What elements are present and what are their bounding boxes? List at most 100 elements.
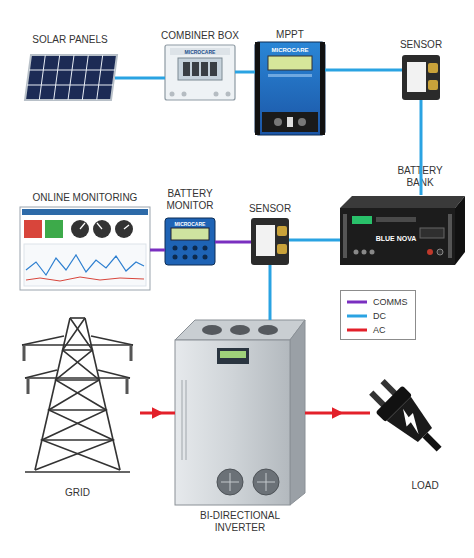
battery-monitor-symbol-part	[193, 246, 198, 251]
inverter-cabinet-symbol-part	[253, 469, 279, 495]
current-sensor-symbol-part	[256, 225, 275, 256]
transmission-tower-symbol-part	[27, 379, 30, 394]
battery-bank-symbol-part	[448, 214, 452, 258]
combiner-box-symbol-part	[165, 45, 235, 100]
inverter-cabinet-symbol-part	[175, 320, 305, 340]
monitoring-screen-symbol-part	[71, 220, 89, 238]
current-sensor-symbol	[402, 55, 440, 100]
device-node: SENSOR	[251, 218, 289, 265]
monitoring-screen-symbol-part	[26, 255, 144, 275]
inverter-cabinet-symbol-part-part	[230, 473, 231, 491]
device-label: BI-DIRECTIONAL INVERTER	[190, 510, 290, 534]
device-node: LOAD	[370, 370, 442, 462]
combiner-box-symbol-part	[210, 62, 217, 76]
device-node: BI-DIRECTIONAL INVERTER	[175, 320, 305, 505]
monitoring-screen-symbol-part	[20, 207, 150, 290]
battery-bank-symbol-part	[343, 214, 347, 258]
battery-monitor-symbol-part	[183, 255, 188, 260]
device-node: SENSOR	[402, 55, 440, 100]
legend-swatch	[347, 326, 367, 334]
monitoring-screen-symbol-part	[124, 225, 129, 229]
wire-connector	[235, 71, 255, 74]
wire-connector	[305, 412, 370, 415]
legend-text: COMMS	[373, 297, 408, 307]
current-sensor-symbol-part	[277, 226, 287, 236]
battery-monitor-symbol-part	[193, 255, 198, 260]
brand-label: MICROCARE	[272, 47, 309, 53]
battery-monitor-symbol-part	[183, 246, 188, 251]
battery-bank-symbol-part	[455, 196, 465, 265]
transmission-tower-symbol-part	[22, 344, 133, 346]
wire-connector	[289, 239, 340, 242]
inverter-cabinet-symbol-part	[175, 340, 290, 505]
device-node: ONLINE MONITORING	[20, 207, 150, 290]
inverter-cabinet-symbol-part	[182, 380, 186, 460]
inverter-cabinet-symbol-part	[230, 325, 250, 335]
legend-row: DC	[347, 309, 411, 323]
solar-panel-symbol-part-part	[82, 55, 88, 100]
battery-bank-symbol-part	[370, 250, 375, 255]
transmission-tower-symbol-part	[35, 318, 113, 470]
legend-text: AC	[373, 325, 386, 335]
brand-label: MICROCARE	[175, 222, 206, 227]
plug-symbol	[363, 373, 452, 462]
battery-bank-symbol-part	[362, 250, 367, 255]
mppt-controller-symbol-part	[268, 56, 312, 70]
inverter-cabinet-symbol-part	[217, 348, 249, 364]
brand-label: MICROCARE	[185, 50, 216, 55]
current-sensor-symbol-part	[251, 218, 289, 265]
inverter-cabinet-symbol-part	[202, 325, 222, 335]
battery-bank-symbol-part	[376, 217, 416, 222]
solar-panel-symbol-part-part	[54, 55, 60, 100]
legend-row: COMMS	[347, 295, 411, 309]
battery-bank-symbol-part	[437, 249, 443, 255]
transmission-tower-symbol-part	[126, 379, 129, 394]
brand-label: BLUE NOVA	[376, 235, 417, 242]
battery-bank-symbol-part	[340, 208, 455, 265]
transmission-tower-symbol-part	[42, 318, 120, 470]
battery-monitor-symbol-part	[203, 246, 208, 251]
inverter-cabinet-symbol-part-part	[182, 380, 183, 460]
device-node: SOLAR PANELS	[25, 55, 115, 100]
legend-box: COMMS DC AC	[340, 290, 416, 340]
wire-connector	[140, 412, 175, 415]
transmission-tower-symbol-part	[56, 379, 100, 381]
battery-monitor-symbol-part	[173, 255, 178, 260]
combiner-box-symbol-part	[170, 92, 175, 97]
transmission-tower-symbol-part	[49, 409, 106, 411]
battery-bank-symbol-part	[352, 216, 372, 224]
wire-connector	[325, 69, 402, 72]
battery-monitor-symbol-part	[203, 255, 208, 260]
monitoring-screen-symbol-part	[97, 223, 102, 229]
mppt-controller-symbol-part	[320, 42, 325, 135]
battery-monitor-symbol-part	[173, 246, 178, 251]
legend-line	[347, 315, 367, 318]
battery-bank-symbol-part	[420, 228, 444, 238]
device-label: MPPT	[230, 29, 350, 41]
transmission-tower-symbol-part	[22, 336, 64, 345]
transmission-tower-symbol-part	[130, 346, 133, 361]
wire-connector	[420, 100, 423, 195]
mppt-controller-symbol-part	[287, 117, 293, 127]
combiner-box-symbol-part	[214, 92, 219, 97]
monitoring-screen-symbol-part	[93, 220, 111, 238]
battery-bank-symbol	[340, 196, 465, 265]
transmission-tower-symbol-part	[70, 317, 85, 319]
current-sensor-symbol-part	[402, 55, 440, 100]
monitoring-screen-symbol	[20, 207, 150, 290]
monitoring-screen-symbol-part	[80, 223, 85, 229]
combiner-box-symbol-part	[226, 92, 231, 97]
inverter-cabinet-symbol-part	[290, 320, 305, 505]
mppt-controller-symbol	[255, 42, 325, 135]
current-sensor-symbol-part	[428, 63, 438, 73]
transmission-tower-symbol-part	[23, 346, 26, 361]
mppt-controller-symbol-part	[268, 74, 312, 77]
combiner-box-symbol-part	[182, 92, 187, 97]
transmission-tower-symbol-part	[25, 370, 57, 378]
monitoring-screen-symbol-part	[45, 220, 63, 238]
inverter-cabinet-symbol	[175, 320, 305, 505]
inverter-cabinet-symbol-part	[221, 473, 275, 491]
device-label: SOLAR PANELS	[10, 34, 130, 46]
combiner-box-symbol-part	[183, 62, 190, 76]
